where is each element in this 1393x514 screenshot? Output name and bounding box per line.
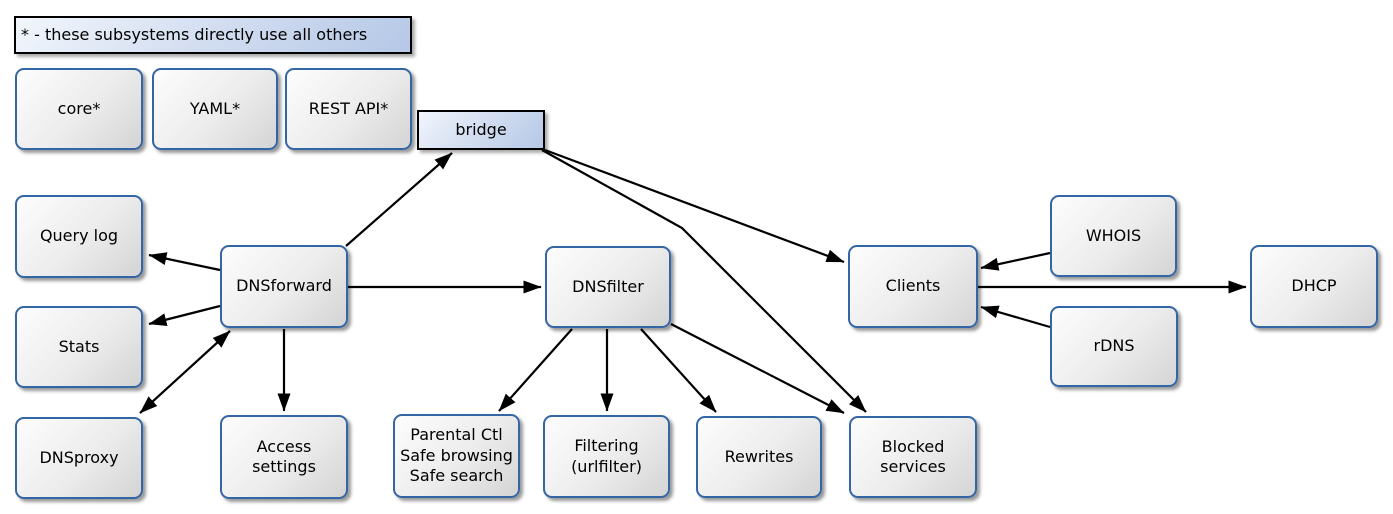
node-clients: Clients	[848, 245, 978, 328]
edge-dnsforward-to-bridge	[345, 152, 453, 247]
node-parental-ctl: Parental Ctl Safe browsing Safe search	[393, 414, 520, 498]
node-dnsproxy: DNSproxy	[15, 417, 143, 499]
node-legend: * - these subsystems directly use all ot…	[14, 16, 412, 54]
node-whois: WHOIS	[1050, 195, 1177, 277]
node-label-core: core*	[57, 98, 101, 118]
node-label-yaml: YAML*	[189, 98, 241, 118]
edge-dnsfilter-to-rewrites	[640, 328, 717, 413]
edge-dnsforward-to-query-log	[148, 252, 221, 272]
node-core: core*	[15, 68, 143, 150]
node-dnsfilter: DNSfilter	[545, 246, 671, 328]
node-dhcp: DHCP	[1250, 245, 1378, 328]
node-label-query-log: Query log	[39, 226, 119, 246]
edge-whois-to-clients	[980, 251, 1051, 271]
node-label-dnsforward: DNSforward	[236, 276, 332, 296]
node-yaml: YAML*	[152, 68, 278, 150]
node-label-rdns: rDNS	[1093, 336, 1135, 356]
node-label-access-settings: Access settings	[252, 436, 316, 476]
node-dnsforward: DNSforward	[220, 245, 348, 328]
node-blocked-services: Blocked services	[849, 416, 977, 498]
node-label-dnsproxy: DNSproxy	[39, 447, 119, 467]
node-rdns: rDNS	[1050, 306, 1178, 387]
node-label-rewrites: Rewrites	[724, 446, 794, 466]
node-filtering: Filtering (urlfilter)	[543, 415, 670, 498]
node-label-whois: WHOIS	[1085, 225, 1142, 245]
node-rest-api: REST API*	[285, 68, 412, 150]
node-label-dnsfilter: DNSfilter	[572, 276, 644, 296]
node-query-log: Query log	[15, 195, 143, 278]
edge-dnsfilter-to-parental-ctl	[498, 328, 573, 412]
node-label-dhcp: DHCP	[1291, 276, 1337, 296]
node-label-rest-api: REST API*	[308, 98, 389, 118]
node-label-legend: * - these subsystems directly use all ot…	[21, 24, 368, 44]
node-label-bridge: bridge	[455, 119, 507, 139]
edge-dnsforward-to-dnsproxy	[139, 330, 231, 414]
node-rewrites: Rewrites	[696, 416, 822, 498]
node-bridge: bridge	[417, 110, 545, 150]
node-label-blocked-services: Blocked services	[880, 436, 946, 476]
node-access-settings: Access settings	[220, 415, 348, 499]
edge-dnsfilter-to-blocked-services	[670, 323, 845, 414]
edge-dnsforward-to-stats	[148, 304, 221, 327]
edge-rdns-to-clients	[980, 305, 1051, 329]
node-label-stats: Stats	[58, 336, 100, 356]
node-label-filtering: Filtering (urlfilter)	[571, 436, 642, 476]
node-label-parental-ctl: Parental Ctl Safe browsing Safe search	[400, 425, 513, 486]
node-stats: Stats	[15, 306, 143, 388]
node-label-clients: Clients	[885, 276, 941, 296]
